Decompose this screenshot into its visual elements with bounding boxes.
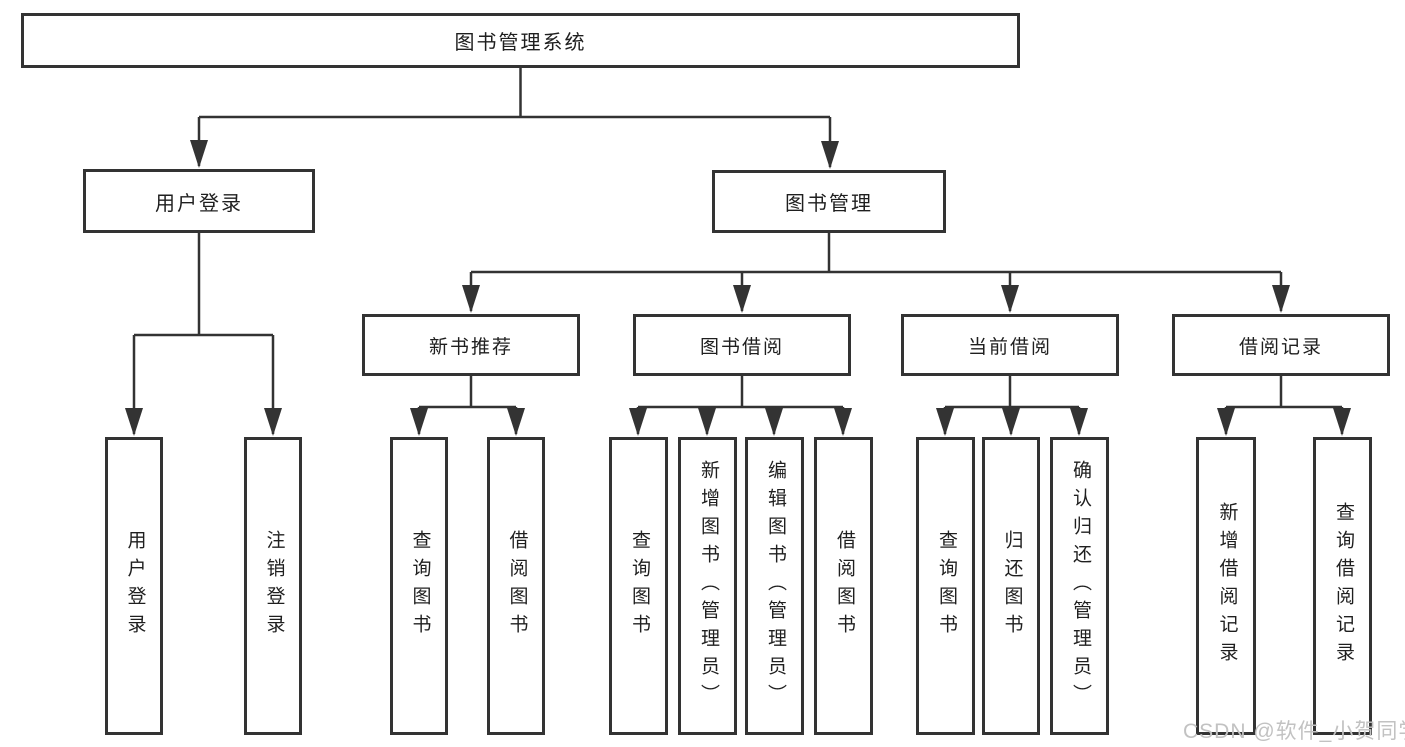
node-label: 图书管理 [785,193,873,215]
node-edit-books-admin: 编辑图书（管理员） [745,437,804,735]
node-label: 注销登录 [263,530,285,642]
node-label: 借阅图书 [833,530,855,642]
node-borrow-records: 借阅记录 [1172,314,1390,376]
node-return-books: 归还图书 [982,437,1040,735]
node-label: 借阅图书 [506,530,528,642]
root-branch-line [199,68,830,119]
node-label: 查询借阅记录 [1332,502,1354,670]
user-branch-line [134,233,273,337]
current-branch-line [945,375,1079,409]
node-user-login-leaf: 用户登录 [105,437,163,735]
node-query-borrow-record: 查询借阅记录 [1313,437,1372,735]
node-label: 确认归还（管理员） [1069,460,1091,712]
node-label: 新增借阅记录 [1216,502,1238,670]
node-label: 查询图书 [935,530,957,642]
node-label: 新书推荐 [428,336,513,358]
node-add-books-admin: 新增图书（管理员） [678,437,737,735]
node-label: 编辑图书（管理员） [764,460,786,712]
node-label: 图书管理系统 [454,32,587,54]
node-label: 图书借阅 [699,336,784,358]
recommend-branch-line [419,375,516,409]
node-borrow-books-recommend: 借阅图书 [487,437,545,735]
node-new-book-recommend: 新书推荐 [362,314,580,376]
node-label: 借阅记录 [1238,336,1323,358]
borrow-branch-line [638,375,843,409]
node-label: 归还图书 [1001,530,1023,642]
node-label: 用户登录 [155,192,243,215]
watermark-text: CSDN @软件_小贺同学 [1183,720,1405,743]
node-root: 图书管理系统 [21,13,1020,68]
node-borrow-books-leaf: 借阅图书 [814,437,873,735]
node-current-borrow: 当前借阅 [901,314,1119,376]
node-query-books-recommend: 查询图书 [390,437,448,735]
node-add-borrow-record: 新增借阅记录 [1196,437,1256,735]
records-branch-line [1226,375,1342,409]
node-confirm-return-admin: 确认归还（管理员） [1050,437,1109,735]
node-label: 查询图书 [409,530,431,642]
book-branch-line [471,233,1281,274]
node-label: 查询图书 [628,530,650,642]
node-logout-leaf: 注销登录 [244,437,302,735]
node-book-borrow: 图书借阅 [633,314,851,376]
node-label: 用户登录 [124,530,146,642]
node-query-books-current: 查询图书 [916,437,975,735]
node-book-management-branch: 图书管理 [712,170,946,233]
node-query-books-borrow: 查询图书 [609,437,668,735]
node-label: 新增图书（管理员） [697,460,719,712]
node-label: 当前借阅 [967,336,1052,358]
node-user-login-branch: 用户登录 [83,169,315,233]
